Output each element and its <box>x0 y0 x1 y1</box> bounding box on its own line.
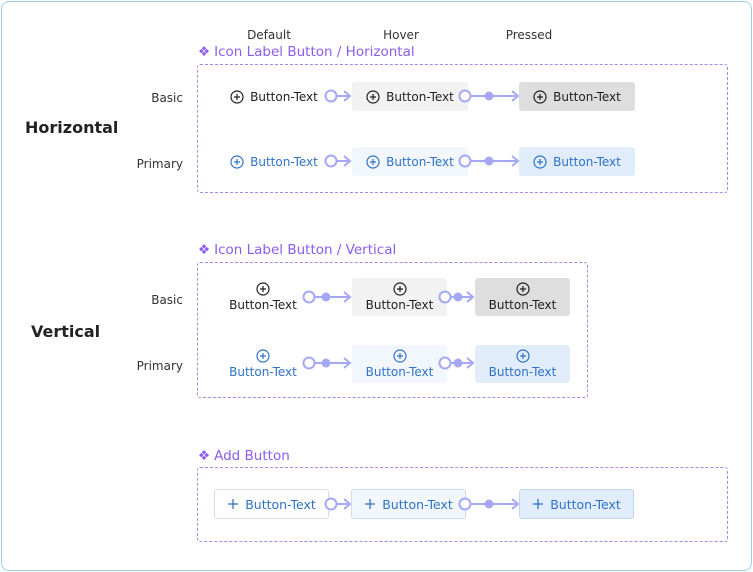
vertical-primary-pressed-button[interactable]: Button-Text <box>475 345 570 383</box>
component-title-add-text: Add Button <box>214 448 290 464</box>
component-diamond-icon: ❖ <box>198 448 211 464</box>
vertical-primary-hover-button[interactable]: Button-Text <box>352 345 447 383</box>
button-label: Button-Text <box>365 298 434 312</box>
button-label: Button-Text <box>250 89 318 104</box>
column-header-pressed: Pressed <box>505 28 553 42</box>
section-title-vertical: Vertical <box>31 322 101 341</box>
state-arrow-icon <box>302 356 352 370</box>
row-label-primary: Primary <box>136 359 183 373</box>
column-header-default: Default <box>247 28 291 42</box>
vertical-basic-default-button[interactable]: Button-Text <box>220 278 306 316</box>
button-label: Button-Text <box>365 365 434 379</box>
button-label: Button-Text <box>382 496 453 512</box>
column-header-hover: Hover <box>383 28 419 42</box>
component-diamond-icon: ❖ <box>198 242 211 258</box>
row-label-basic: Basic <box>151 293 183 307</box>
row-label-primary: Primary <box>136 157 183 171</box>
state-arrow-icon <box>458 154 520 168</box>
plus-circle-icon <box>230 154 244 169</box>
component-frame-horizontal <box>197 64 728 193</box>
plus-circle-icon <box>256 282 270 296</box>
component-frame-add <box>197 467 728 542</box>
button-label: Button-Text <box>386 89 454 104</box>
horizontal-basic-pressed-button[interactable]: Button-Text <box>519 82 635 111</box>
plus-circle-icon <box>392 349 407 363</box>
plus-icon <box>227 498 239 510</box>
button-label: Button-Text <box>553 154 621 169</box>
plus-circle-icon <box>256 349 270 363</box>
horizontal-primary-pressed-button[interactable]: Button-Text <box>519 147 635 176</box>
plus-circle-icon <box>515 282 530 296</box>
vertical-primary-default-button[interactable]: Button-Text <box>220 345 306 383</box>
component-title-add: ❖Add Button <box>198 448 290 464</box>
component-title-horizontal-text: Icon Label Button / Horizontal <box>214 44 415 60</box>
state-arrow-icon <box>438 290 475 304</box>
button-label: Button-Text <box>488 298 557 312</box>
component-frame-vertical <box>197 262 588 398</box>
add-pressed-button[interactable]: Button-Text <box>519 489 634 519</box>
state-arrow-icon <box>458 89 520 103</box>
horizontal-basic-hover-button[interactable]: Button-Text <box>352 82 468 111</box>
plus-icon <box>364 498 376 510</box>
button-label: Button-Text <box>250 154 318 169</box>
plus-circle-icon <box>366 89 380 104</box>
vertical-basic-hover-button[interactable]: Button-Text <box>352 278 447 316</box>
plus-icon <box>532 498 544 510</box>
button-label: Button-Text <box>245 496 316 512</box>
add-hover-button[interactable]: Button-Text <box>351 489 466 519</box>
plus-circle-icon <box>392 282 407 296</box>
button-label: Button-Text <box>386 154 454 169</box>
state-arrow-icon <box>324 497 352 511</box>
plus-circle-icon <box>515 349 530 363</box>
component-diamond-icon: ❖ <box>198 44 211 60</box>
state-arrow-icon <box>438 356 475 370</box>
button-label: Button-Text <box>553 89 621 104</box>
row-label-basic: Basic <box>151 91 183 105</box>
state-arrow-icon <box>458 497 520 511</box>
plus-circle-icon <box>533 89 547 104</box>
vertical-basic-pressed-button[interactable]: Button-Text <box>475 278 570 316</box>
section-title-horizontal: Horizontal <box>25 118 119 137</box>
horizontal-primary-hover-button[interactable]: Button-Text <box>352 147 468 176</box>
state-arrow-icon <box>324 89 352 103</box>
plus-circle-icon <box>533 154 547 169</box>
add-default-button[interactable]: Button-Text <box>214 489 329 519</box>
component-title-horizontal: ❖Icon Label Button / Horizontal <box>198 44 415 60</box>
plus-circle-icon <box>366 154 380 169</box>
button-label: Button-Text <box>229 365 297 379</box>
button-label: Button-Text <box>488 365 557 379</box>
component-title-vertical-text: Icon Label Button / Vertical <box>214 242 397 258</box>
state-arrow-icon <box>324 154 352 168</box>
component-title-vertical: ❖Icon Label Button / Vertical <box>198 242 396 258</box>
state-arrow-icon <box>302 290 352 304</box>
plus-circle-icon <box>230 89 244 104</box>
horizontal-basic-default-button[interactable]: Button-Text <box>220 82 328 111</box>
button-label: Button-Text <box>550 496 621 512</box>
horizontal-primary-default-button[interactable]: Button-Text <box>220 147 328 176</box>
button-label: Button-Text <box>229 298 297 312</box>
